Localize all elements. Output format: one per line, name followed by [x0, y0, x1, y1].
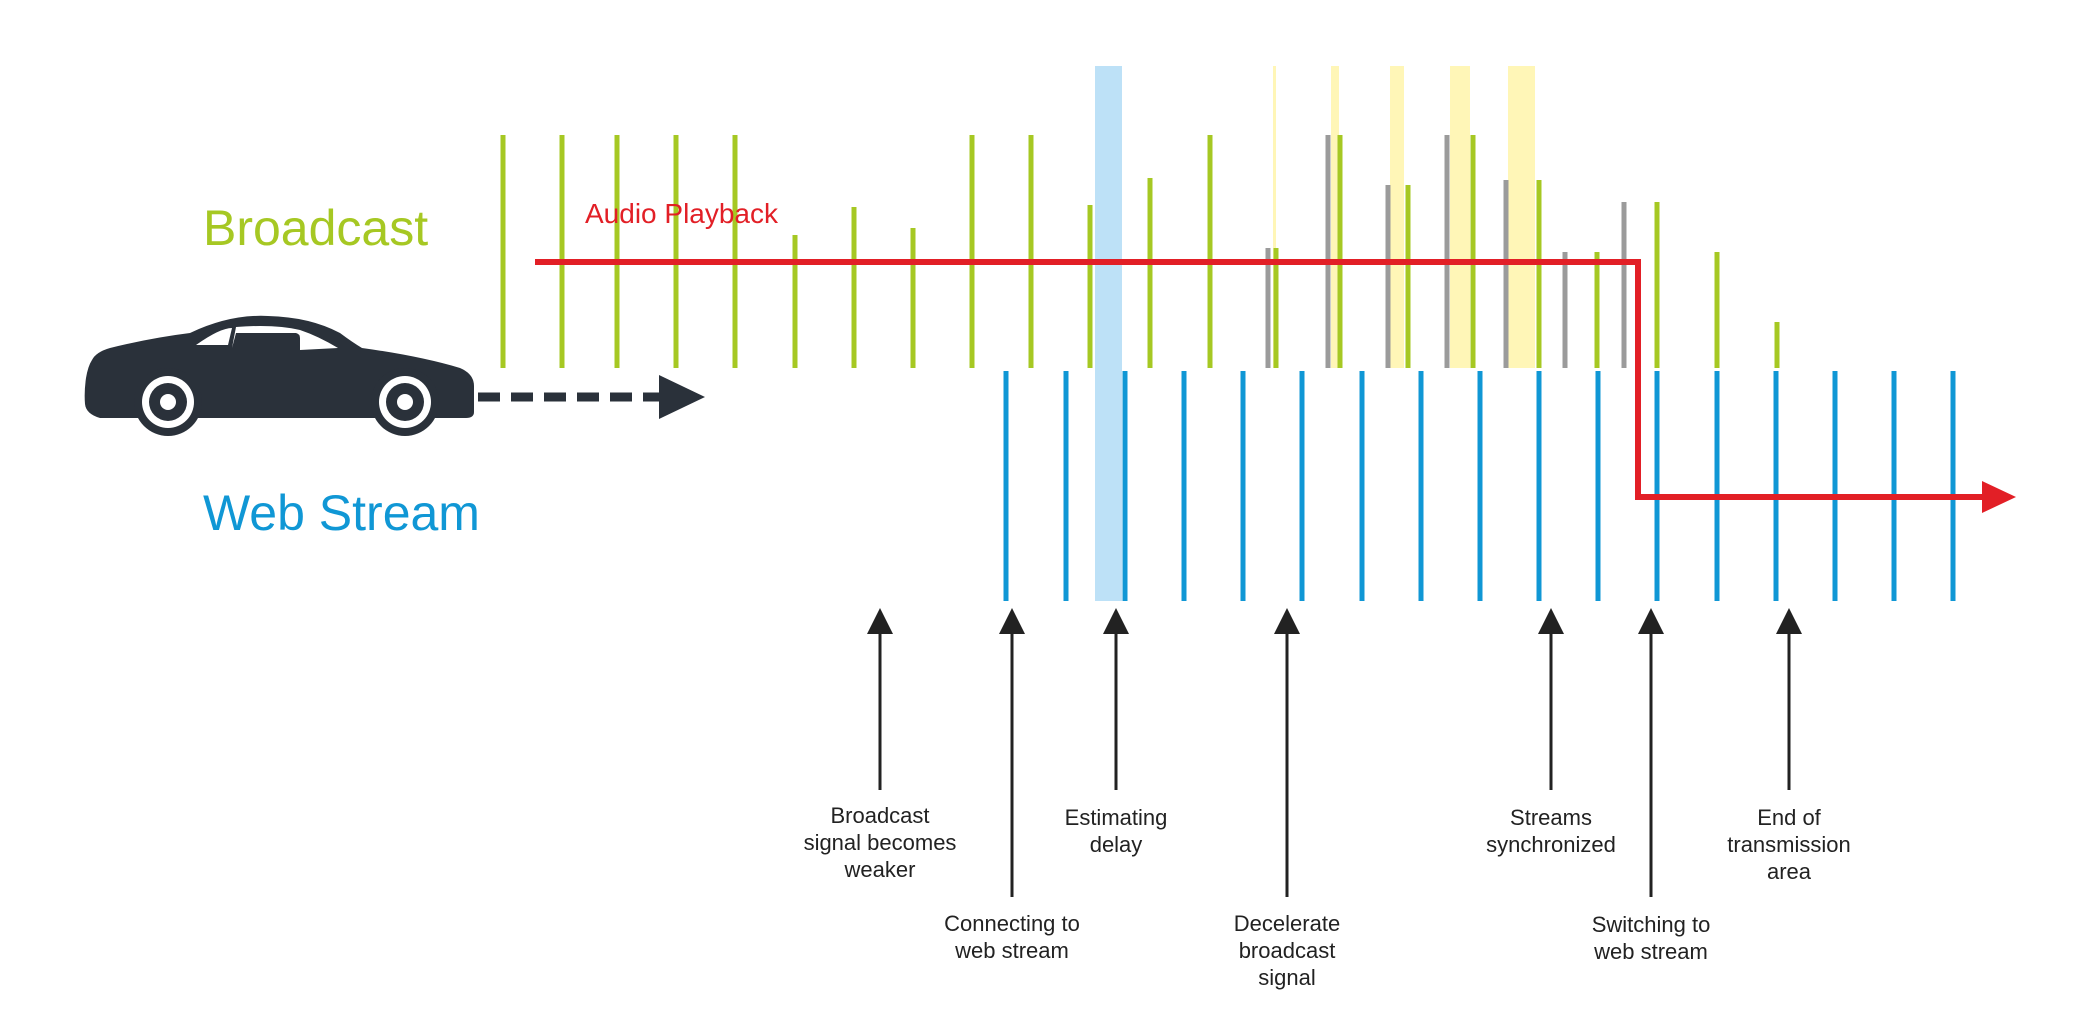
audio-playback-path: [535, 259, 2016, 513]
sync-band: [1450, 66, 1470, 368]
event-arrowhead-icon: [867, 608, 893, 634]
event-label-line: transmission: [1727, 832, 1850, 857]
event-arrowhead-icon: [1776, 608, 1802, 634]
event-arrowhead-icon: [1638, 608, 1664, 634]
sync-band: [1390, 66, 1404, 368]
event-label-line: Streams: [1510, 805, 1592, 830]
event-label-line: broadcast: [1239, 938, 1336, 963]
event-label-line: signal becomes: [804, 830, 957, 855]
event-label-line: delay: [1090, 832, 1143, 857]
direction-arrow-icon: [478, 375, 705, 419]
highlight-bands: [1095, 66, 1535, 601]
audio-playback-label: Audio Playback: [585, 198, 779, 229]
event-label-line: Decelerate: [1234, 911, 1340, 936]
event-label-line: Estimating: [1065, 805, 1168, 830]
event-label-line: area: [1767, 859, 1812, 884]
event-label-line: Switching to: [1592, 912, 1711, 937]
event-label-line: signal: [1258, 965, 1315, 990]
event-arrowhead-icon: [1538, 608, 1564, 634]
sync-band: [1331, 66, 1339, 368]
broadcast-row-label: Broadcast: [203, 200, 428, 256]
car-icon: [84, 315, 475, 436]
event-label-line: web stream: [1593, 939, 1708, 964]
event-label-line: synchronized: [1486, 832, 1616, 857]
delay-estimation-band: [1095, 66, 1122, 601]
event-label-line: End of: [1757, 805, 1821, 830]
delayed-broadcast-ticks: [1265, 135, 1627, 368]
web-stream-row-label: Web Stream: [203, 485, 480, 541]
playback-arrowhead-icon: [1982, 481, 2016, 513]
web-stream-ticks: [1003, 371, 1956, 601]
sync-band: [1508, 66, 1535, 368]
sync-band: [1273, 66, 1276, 368]
event-label-line: web stream: [954, 938, 1069, 963]
event-arrowhead-icon: [1274, 608, 1300, 634]
event-arrowhead-icon: [1103, 608, 1129, 634]
event-arrowhead-icon: [999, 608, 1025, 634]
broadcast-signal-ticks: [500, 135, 1780, 368]
event-label-line: Broadcast: [830, 803, 929, 828]
event-label-line: weaker: [844, 857, 916, 882]
event-label-line: Connecting to: [944, 911, 1080, 936]
